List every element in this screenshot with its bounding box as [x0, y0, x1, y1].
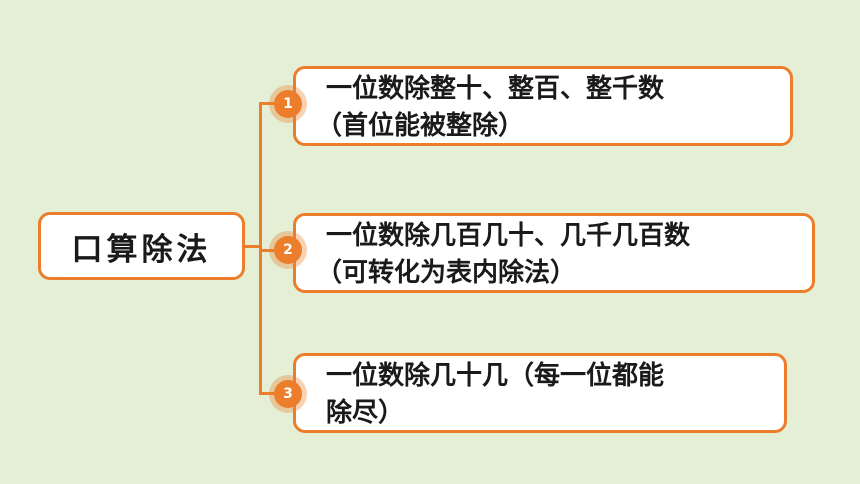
number-badge-1: 1: [274, 90, 302, 118]
branch-3-line-2: 除尽）: [326, 398, 405, 428]
branch-3-line-1: 一位数除几十几（每一位都能: [326, 361, 665, 391]
branch-1-line-2: （首位能被整除）: [316, 111, 525, 141]
root-node: 口算除法: [38, 212, 245, 280]
branch-1-line-1: 一位数除整十、整百、整千数: [326, 74, 665, 104]
branch-2-line-2: （可转化为表内除法）: [316, 258, 577, 288]
connector-vertical: [259, 103, 262, 394]
badge-1-number: 1: [283, 96, 293, 112]
branch-box-1: 一位数除整十、整百、整千数 （首位能被整除）: [293, 66, 793, 146]
badge-2-number: 2: [283, 242, 293, 258]
branch-box-3: 一位数除几十几（每一位都能 除尽）: [293, 353, 787, 433]
number-badge-3: 3: [274, 380, 302, 408]
badge-3-number: 3: [283, 386, 293, 402]
connector-root: [245, 245, 261, 248]
branch-box-2: 一位数除几百几十、几千几百数 （可转化为表内除法）: [293, 213, 815, 293]
branch-2-line-1: 一位数除几百几十、几千几百数: [326, 221, 691, 251]
root-label: 口算除法: [71, 231, 212, 268]
number-badge-2: 2: [274, 236, 302, 264]
